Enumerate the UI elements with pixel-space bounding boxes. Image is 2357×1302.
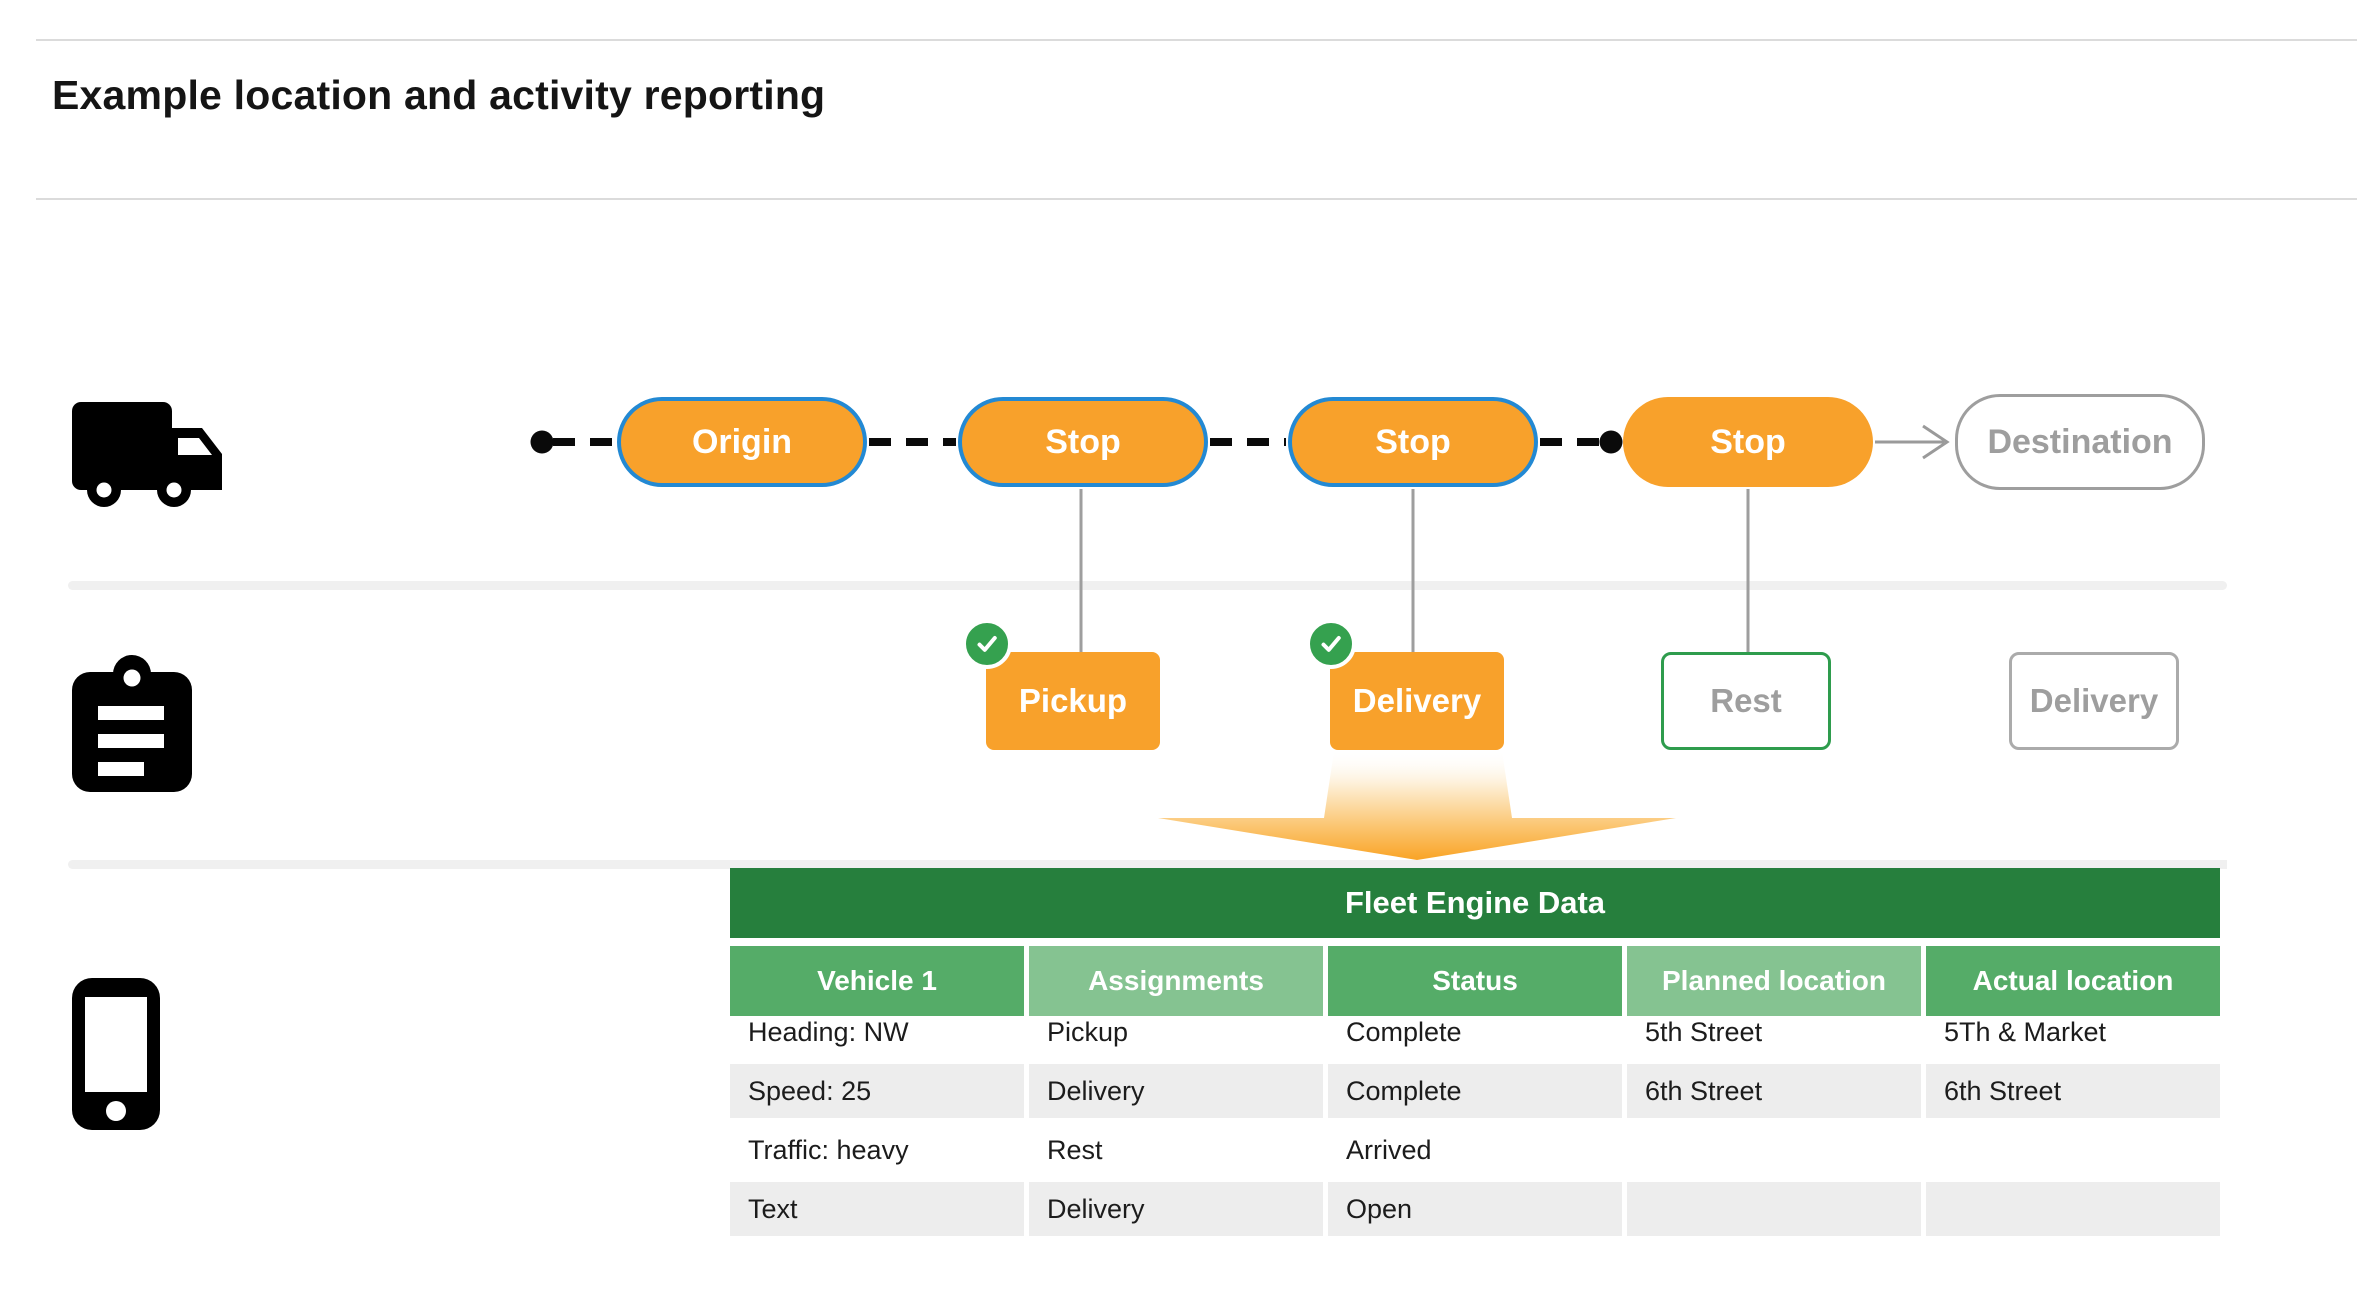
column-header: Actual location xyxy=(1926,946,2220,1016)
title-divider xyxy=(36,198,2357,200)
check-circle-icon xyxy=(962,619,1012,669)
column-header: Vehicle 1 xyxy=(730,946,1024,1016)
activity-label: Delivery xyxy=(1352,682,1482,719)
table-cell: Complete xyxy=(1328,1064,1622,1118)
route-node-origin: Origin xyxy=(617,397,867,487)
route-node-label: Stop xyxy=(1375,422,1451,461)
route-node-label: Stop xyxy=(1045,422,1121,461)
fleet-engine-table: Fleet Engine Data Vehicle 1 Assignments … xyxy=(730,868,2220,1236)
activity-label: Rest xyxy=(1710,682,1782,719)
table-cell: Traffic: heavy xyxy=(748,1134,909,1165)
table-cell xyxy=(1627,1182,1921,1236)
lane-divider-1 xyxy=(68,581,2227,590)
table-cell: Delivery xyxy=(1029,1064,1323,1118)
table-cell: Text xyxy=(730,1182,1024,1236)
table-title: Fleet Engine Data xyxy=(730,868,2220,938)
table-cell xyxy=(1627,1123,1921,1177)
column-header: Assignments xyxy=(1029,946,1323,1016)
data-flow-arrow xyxy=(1158,751,1676,860)
table-cell: Delivery xyxy=(1029,1182,1323,1236)
column-header: Status xyxy=(1328,946,1622,1016)
table-cell: Speed: 25 xyxy=(730,1064,1024,1118)
table-cell xyxy=(1926,1123,2220,1177)
phone-icon xyxy=(72,978,160,1130)
table-cell: Pickup xyxy=(1047,1016,1129,1047)
table-cell xyxy=(1926,1182,2220,1236)
route-node-stop-2: Stop xyxy=(1288,397,1538,487)
table-cell: Arrived xyxy=(1346,1134,1432,1165)
activity-pickup: Pickup xyxy=(962,619,1160,750)
activity-delivery-1: Delivery xyxy=(1306,619,1504,750)
activity-label: Delivery xyxy=(2029,682,2159,719)
table-cell: 5th Street xyxy=(1645,1016,1763,1047)
lane-divider-2 xyxy=(68,860,2227,869)
destination-arrow-head xyxy=(1922,424,1950,460)
route-start-dot xyxy=(530,430,554,454)
route-node-destination: Destination xyxy=(1955,394,2205,490)
table-cell: Heading: NW xyxy=(748,1016,909,1047)
route-node-label: Stop xyxy=(1710,422,1786,461)
activity-delivery-2: Delivery xyxy=(2009,652,2179,750)
column-header: Planned location xyxy=(1627,946,1921,1016)
clipboard-icon xyxy=(72,655,192,792)
table-cell: 5Th & Market xyxy=(1944,1016,2107,1047)
activity-rest: Rest xyxy=(1661,652,1831,750)
table-cell: Complete xyxy=(1346,1016,1462,1047)
route-node-label: Origin xyxy=(691,422,793,461)
route-node-stop-1: Stop xyxy=(958,397,1208,487)
vehicle-position-dot xyxy=(1599,430,1623,454)
table-cell: 6th Street xyxy=(1926,1064,2220,1118)
table-grid: Vehicle 1 Assignments Status Planned loc… xyxy=(730,946,2220,1236)
page-title: Example location and activity reporting xyxy=(52,72,826,118)
table-cell: Rest xyxy=(1047,1134,1103,1165)
check-circle-icon xyxy=(1306,619,1356,669)
activity-label: Pickup xyxy=(1018,682,1128,719)
table-cell: Open xyxy=(1328,1182,1622,1236)
route-node-stop-3: Stop xyxy=(1623,397,1873,487)
route-node-label: Destination xyxy=(1987,422,2173,461)
table-cell: 6th Street xyxy=(1627,1064,1921,1118)
top-divider xyxy=(36,39,2357,41)
truck-icon xyxy=(72,402,222,507)
